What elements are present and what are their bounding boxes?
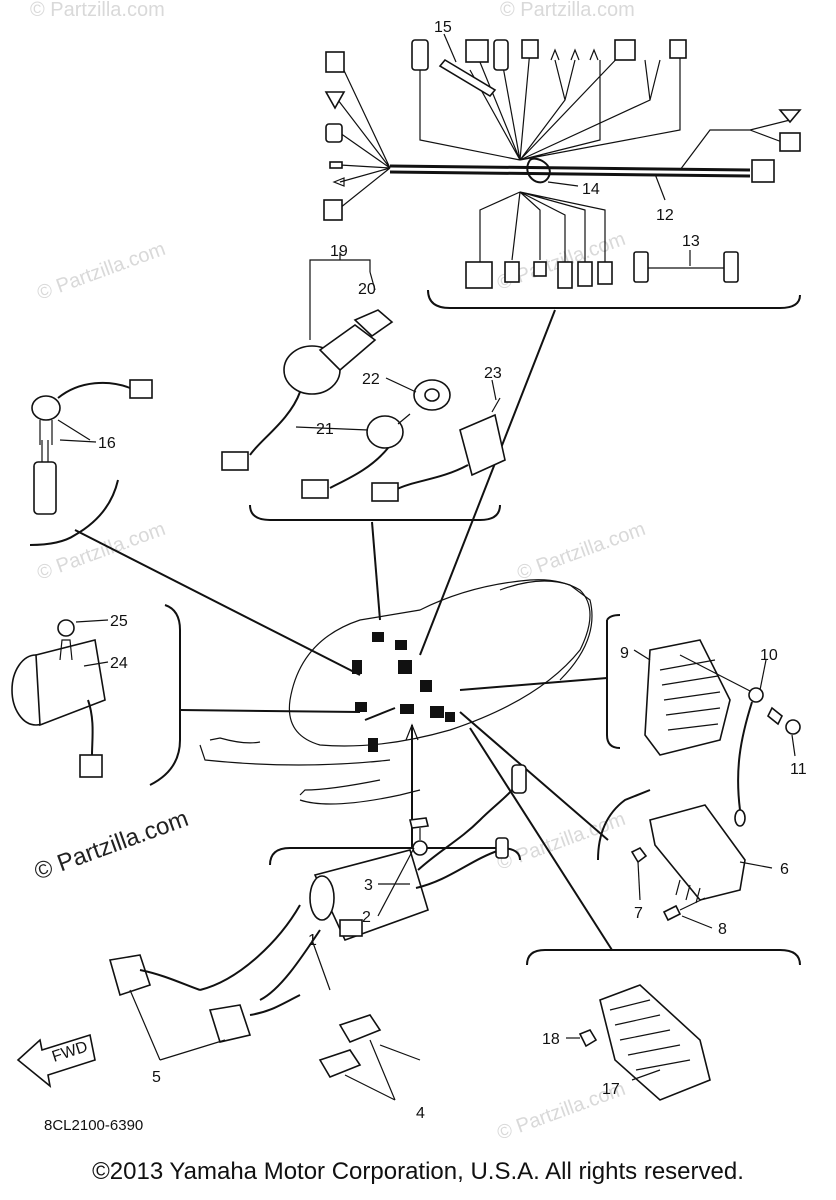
part-number-15: 15 (434, 19, 452, 36)
rectifier-group (459, 614, 801, 827)
part-number-2: 2 (362, 909, 371, 926)
part-number-20: 20 (358, 281, 376, 298)
part-number-9: 9 (620, 645, 629, 662)
part-number-6: 6 (780, 861, 789, 878)
cdi-unit-group (11, 604, 361, 786)
regulator-group (469, 727, 801, 1101)
part-number-25: 25 (110, 613, 128, 630)
part-number-24: 24 (110, 655, 128, 672)
part-number-10: 10 (760, 647, 778, 664)
part-number-19: 19 (330, 243, 348, 260)
voltage-regulator-group (459, 711, 746, 922)
snowmobile-sketch (199, 579, 593, 805)
part-number-11: 11 (790, 761, 807, 778)
ignition-coil-group (108, 723, 527, 1101)
part-numbers: 1 2 3 4 5 6 7 8 9 10 11 12 13 14 15 16 1… (98, 19, 807, 1122)
part-number-5: 5 (152, 1069, 161, 1086)
part-number-21: 21 (316, 421, 334, 438)
watermark: © Partzilla.com (500, 0, 635, 21)
part-number-14: 14 (582, 181, 600, 198)
fwd-arrow-icon: FWD (16, 1033, 96, 1088)
thermo-sensor-group (29, 379, 361, 676)
part-number-16: 16 (98, 435, 116, 452)
part-number-13: 13 (682, 233, 700, 250)
brand-watermark: © Partzilla.com (31, 805, 192, 886)
main-switch-group (221, 252, 506, 621)
copyright-notice: ©2013 Yamaha Motor Corporation, U.S.A. A… (92, 1158, 744, 1185)
watermark: © Partzilla.com (34, 518, 168, 585)
watermark: © Partzilla.com (514, 518, 648, 585)
part-number-18: 18 (542, 1031, 560, 1048)
part-number-17: 17 (602, 1081, 620, 1098)
part-number-3: 3 (364, 877, 373, 894)
watermark: © Partzilla.com (34, 238, 168, 305)
wire-harness-group (323, 39, 802, 656)
part-number-4: 4 (416, 1105, 425, 1122)
part-number-7: 7 (634, 905, 643, 922)
watermark: © Partzilla.com (30, 0, 165, 21)
part-number-22: 22 (362, 371, 380, 388)
part-number-1: 1 (308, 932, 317, 949)
callout-leaders (59, 33, 796, 1081)
part-number-23: 23 (484, 365, 502, 382)
diagram-code: 8CL2100-6390 (44, 1117, 143, 1134)
part-number-8: 8 (718, 921, 727, 938)
part-number-12: 12 (656, 207, 674, 224)
